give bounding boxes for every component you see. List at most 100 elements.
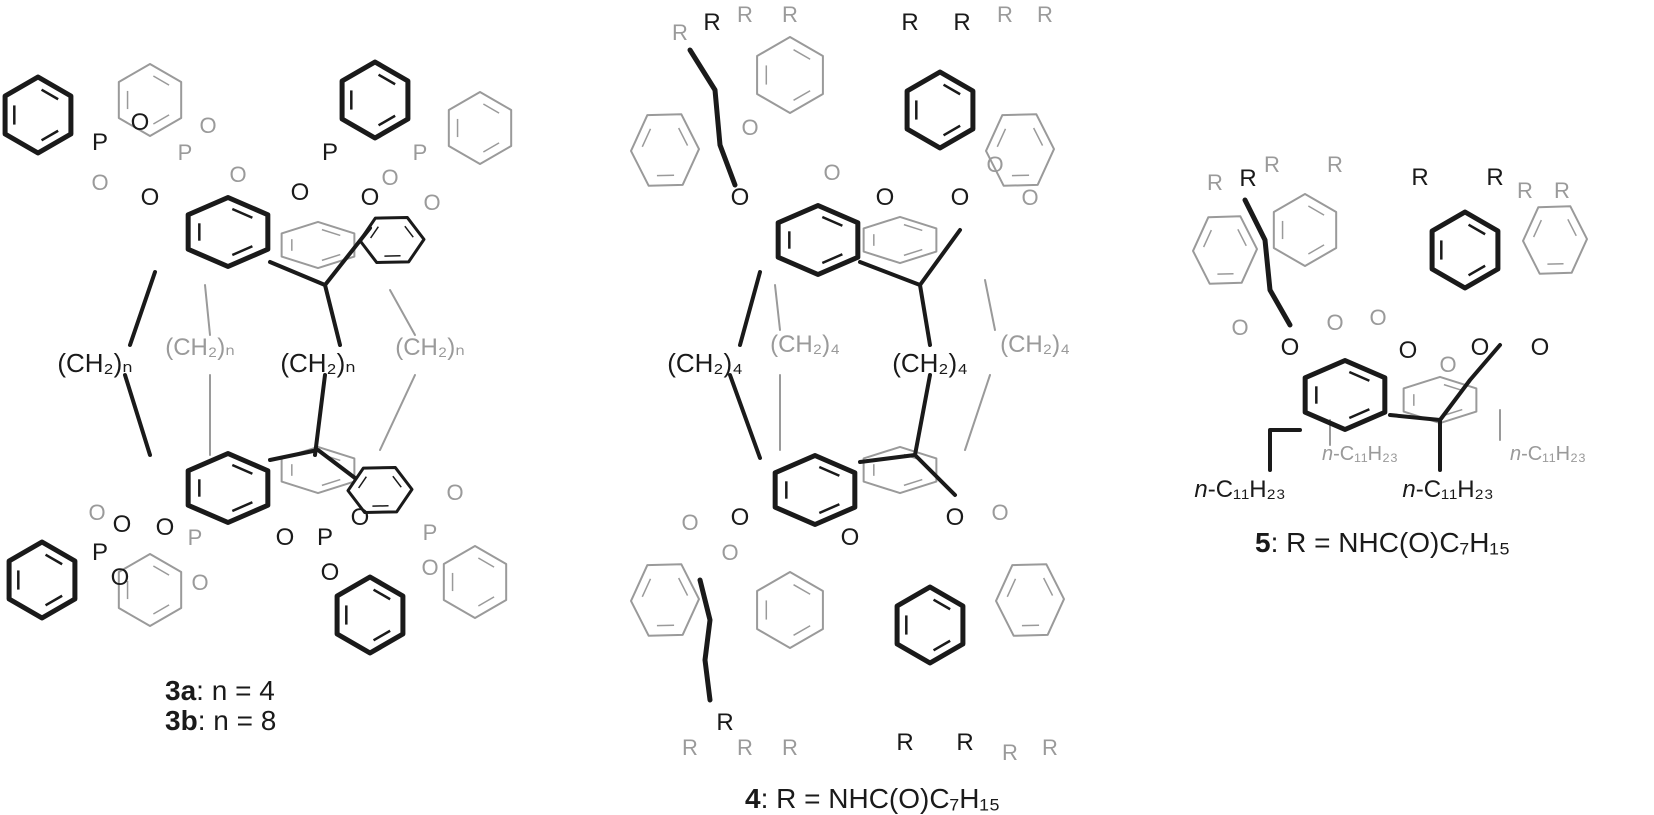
- double-bond: [477, 557, 495, 568]
- benzene-ring: [185, 195, 271, 269]
- benzene-ring: [1522, 205, 1588, 275]
- linker-label-front: (CH₂)ₙ: [280, 348, 355, 378]
- linker-label-front: (CH₂)ₙ: [57, 348, 132, 378]
- bond: [738, 270, 762, 347]
- bond: [1268, 428, 1302, 472]
- double-bond: [942, 124, 961, 137]
- phosphorus-atom: P: [322, 139, 338, 166]
- bond: [858, 453, 957, 497]
- double-bond: [1467, 223, 1486, 236]
- oxygen-atom: O: [229, 162, 246, 187]
- benzene-ring: [894, 584, 966, 666]
- double-bond: [1237, 228, 1247, 247]
- bond: [984, 279, 996, 331]
- double-bond: [40, 88, 59, 101]
- substituent-r: R: [737, 735, 753, 760]
- double-bond: [231, 207, 253, 219]
- double-bond: [1467, 264, 1486, 277]
- phosphorus-atom: P: [423, 520, 438, 545]
- double-bond: [1042, 577, 1054, 596]
- benzene-ring: [346, 466, 414, 514]
- linker-label-back: (CH₂)ₙ: [165, 334, 235, 361]
- substituent-r: R: [1517, 178, 1533, 203]
- double-bond: [44, 594, 63, 607]
- substituent-r: R: [782, 735, 798, 760]
- alkyl-chain-label-front: n-C₁₁H₂₃: [1194, 476, 1285, 503]
- substituent-r: R: [997, 2, 1013, 27]
- substituent-r: R: [1486, 164, 1503, 191]
- benzene-ring: [630, 563, 700, 637]
- phosphorus-atom: P: [92, 129, 108, 156]
- substituent-r: R: [1042, 735, 1058, 760]
- oxygen-atom: O: [731, 504, 750, 531]
- substituent-r: R: [1239, 165, 1256, 192]
- oxygen-atom: O: [1231, 315, 1248, 340]
- double-bond: [677, 127, 689, 146]
- bond: [1438, 343, 1502, 422]
- double-bond: [1567, 218, 1577, 237]
- bond: [728, 373, 762, 460]
- oxygen-atom: O: [199, 113, 216, 138]
- oxygen-atom: O: [191, 570, 208, 595]
- double-bond: [903, 248, 923, 257]
- oxygen-atom: O: [721, 540, 738, 565]
- double-bond: [372, 629, 391, 642]
- benzene-ring: [862, 445, 938, 495]
- alkyl-chain-label-back: n-C₁₁H₂₃: [1322, 443, 1398, 465]
- oxygen-atom: O: [91, 170, 108, 195]
- alkyl-chain-label-front: n-C₁₁H₂₃: [1402, 476, 1493, 503]
- substituent-r: R: [1264, 152, 1280, 177]
- benzene-ring: [334, 574, 406, 656]
- bond: [918, 283, 932, 347]
- oxygen-atom: O: [276, 524, 295, 551]
- double-bond: [1348, 408, 1370, 420]
- oxygen-atom: O: [321, 559, 340, 586]
- double-bond: [1532, 219, 1543, 238]
- double-bond: [677, 577, 689, 596]
- double-bond: [40, 129, 59, 142]
- double-bond: [377, 73, 396, 86]
- double-bond: [321, 228, 341, 237]
- substituent-r: R: [703, 9, 720, 36]
- double-bond: [932, 598, 951, 611]
- oxygen-atom: O: [841, 524, 860, 551]
- bond: [268, 226, 372, 287]
- benzene-ring: [280, 220, 356, 270]
- double-bond: [641, 128, 652, 148]
- benzene-ring: [185, 451, 271, 525]
- linker-label-back: (CH₂)₄: [1000, 331, 1070, 358]
- bond: [128, 270, 157, 347]
- double-bond: [1307, 244, 1325, 255]
- substituent-r: R: [956, 729, 973, 756]
- benzene-ring: [756, 36, 824, 114]
- double-bond: [231, 245, 253, 257]
- substituent-r: R: [1207, 170, 1223, 195]
- double-bond: [1307, 205, 1325, 216]
- oxygen-atom: O: [951, 184, 970, 211]
- oxygen-atom: O: [131, 109, 150, 136]
- linker-label-front: (CH₂)₄: [892, 348, 968, 378]
- double-bond: [793, 49, 811, 60]
- benzene-ring: [630, 113, 700, 187]
- benzene-ring: [862, 215, 938, 265]
- oxygen-atom: O: [1326, 310, 1343, 335]
- oxygen-atom: O: [111, 564, 130, 591]
- oxygen-atom: O: [361, 184, 380, 211]
- benzene-ring: [1272, 193, 1338, 267]
- bond: [697, 577, 713, 703]
- benzene-ring: [904, 69, 976, 151]
- bond: [204, 284, 211, 336]
- substituent-r: R: [896, 729, 913, 756]
- bond: [379, 374, 416, 451]
- phosphorus-atom: P: [178, 140, 193, 165]
- oxygen-atom: O: [1281, 334, 1300, 361]
- bond: [687, 47, 738, 188]
- double-bond: [1202, 229, 1213, 248]
- benzene-ring: [358, 216, 426, 264]
- oxygen-atom: O: [986, 152, 1003, 177]
- substituent-r: R: [901, 9, 918, 36]
- phosphorus-atom: P: [92, 539, 108, 566]
- double-bond: [821, 215, 843, 227]
- oxygen-atom: O: [731, 184, 750, 211]
